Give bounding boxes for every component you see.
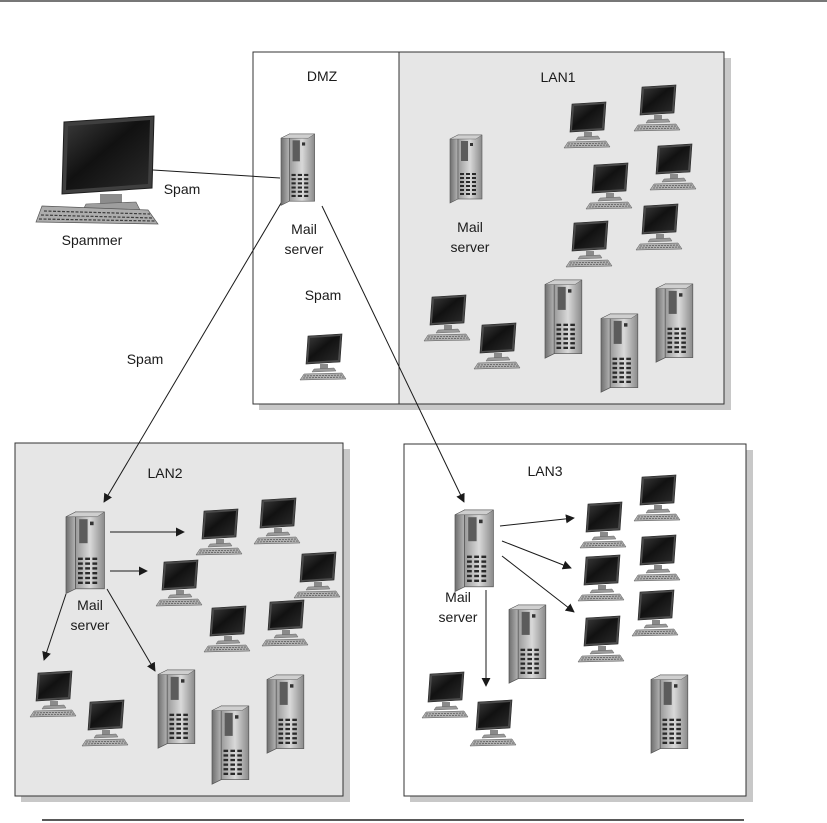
lan2-arrow [106, 588, 156, 672]
lan1-title: LAN1 [540, 69, 575, 85]
lan3-mail-label-line2: server [439, 609, 478, 625]
lan2-mail-server-icon [65, 511, 106, 595]
lan1-mail-server-icon [449, 134, 483, 204]
dmz-mail-label-line1: Mail [291, 221, 317, 237]
lan3-arrow [501, 540, 572, 570]
lan3-arrow [499, 514, 575, 527]
lan2-tower-icon [211, 705, 250, 785]
lan1-tower-icon [600, 313, 639, 393]
dmz-mail-label-line2: server [285, 241, 324, 257]
lan3-tower-icon [650, 674, 689, 754]
lan2-tower-icon [266, 674, 305, 754]
dmz-to-lan2-arrow [103, 187, 291, 503]
dmz-title: DMZ [307, 68, 338, 84]
lan1-mail-label-line2: server [451, 239, 490, 255]
dmz-to-lan3-arrow [321, 205, 465, 503]
lan2-tower-icon [157, 669, 196, 749]
lan3-arrow [501, 555, 575, 613]
spammer-label: Spammer [62, 232, 123, 248]
lan3-mail-server-icon [454, 509, 495, 593]
spam-label-lan2: Spam [127, 351, 164, 367]
lan2-title: LAN2 [147, 465, 182, 481]
lan1-tower-icon [544, 279, 583, 359]
lan3-title: LAN3 [527, 463, 562, 479]
lan2-mail-label-line2: server [71, 617, 110, 633]
lan3-box [403, 443, 753, 802]
spam-label-spammer: Spam [164, 181, 201, 197]
spammer-computer [35, 115, 159, 225]
spammer-to-dmz-link [152, 169, 281, 179]
spam-label-dmz: Spam [305, 287, 342, 303]
lan2-mail-label-line1: Mail [77, 597, 103, 613]
lan1-tower-icon [655, 283, 694, 363]
lan3-mail-label-line1: Mail [445, 589, 471, 605]
lan1-mail-label-line1: Mail [457, 219, 483, 235]
dmz-lan1-box [252, 51, 731, 410]
dmz-mail-server-icon [280, 133, 316, 206]
lan3-tower-icon [508, 604, 547, 684]
lan2-arrow [42, 593, 67, 661]
